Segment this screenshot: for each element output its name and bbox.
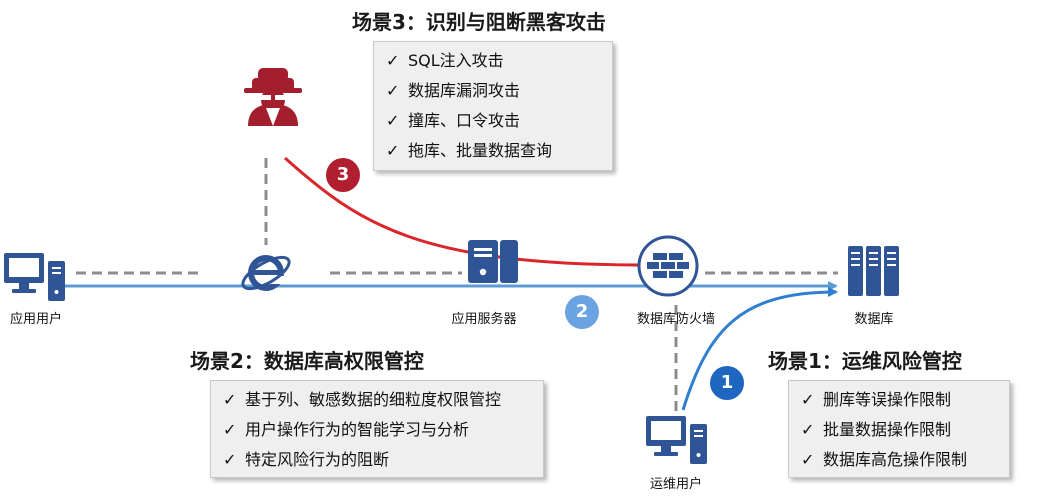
- hacker-icon: [244, 68, 302, 126]
- list-item: ✓数据库高危操作限制: [801, 445, 993, 475]
- ops-computer-icon: [646, 416, 707, 464]
- check-icon: ✓: [386, 111, 400, 130]
- db-firewall-label: 数据库防火墙: [636, 312, 716, 327]
- list-item: ✓SQL注入攻击: [386, 46, 596, 76]
- step-2-badge: 2: [565, 295, 599, 329]
- scenario1-list: ✓删库等误操作限制 ✓批量数据操作限制 ✓数据库高危操作限制: [788, 380, 1010, 478]
- database-icon: [848, 246, 899, 296]
- check-icon: ✓: [801, 390, 815, 409]
- browser-icon: [241, 255, 291, 291]
- list-item: ✓数据库漏洞攻击: [386, 76, 596, 106]
- check-icon: ✓: [223, 450, 237, 469]
- step-1-badge: 1: [710, 366, 744, 400]
- check-icon: ✓: [386, 81, 400, 100]
- check-icon: ✓: [801, 420, 815, 439]
- list-item: ✓撞库、口令攻击: [386, 106, 596, 136]
- check-icon: ✓: [386, 51, 400, 70]
- scenario3-list: ✓SQL注入攻击 ✓数据库漏洞攻击 ✓撞库、口令攻击 ✓拖库、批量数据查询: [373, 41, 613, 171]
- list-item: ✓用户操作行为的智能学习与分析: [223, 415, 527, 445]
- list-item: ✓删库等误操作限制: [801, 385, 993, 415]
- check-icon: ✓: [386, 141, 400, 160]
- scenario2-title: 场景2：数据库高权限管控: [190, 349, 424, 373]
- server-icon: [468, 240, 518, 283]
- step-3-badge: 3: [326, 158, 360, 192]
- database-label: 数据库: [854, 312, 894, 327]
- list-item: ✓拖库、批量数据查询: [386, 136, 596, 166]
- app-user-label: 应用用户: [9, 312, 63, 327]
- scenario2-list: ✓基于列、敏感数据的细粒度权限管控 ✓用户操作行为的智能学习与分析 ✓特定风险行…: [210, 380, 544, 478]
- check-icon: ✓: [801, 450, 815, 469]
- ops-user-label: 运维用户: [649, 477, 703, 492]
- check-icon: ✓: [223, 420, 237, 439]
- ops-flow-arrow: [681, 287, 838, 411]
- check-icon: ✓: [223, 390, 237, 409]
- firewall-icon: [637, 235, 699, 297]
- app-server-label: 应用服务器: [451, 312, 517, 327]
- dashed-connectors: [76, 158, 838, 412]
- list-item: ✓基于列、敏感数据的细粒度权限管控: [223, 385, 527, 415]
- scenario1-title: 场景1：运维风险管控: [768, 349, 962, 373]
- list-item: ✓批量数据操作限制: [801, 415, 993, 445]
- scenario3-title: 场景3：识别与阻断黑客攻击: [352, 10, 606, 34]
- attack-flow-arrow: [284, 156, 648, 270]
- list-item: ✓特定风险行为的阻断: [223, 445, 527, 475]
- computer-icon: [4, 253, 65, 301]
